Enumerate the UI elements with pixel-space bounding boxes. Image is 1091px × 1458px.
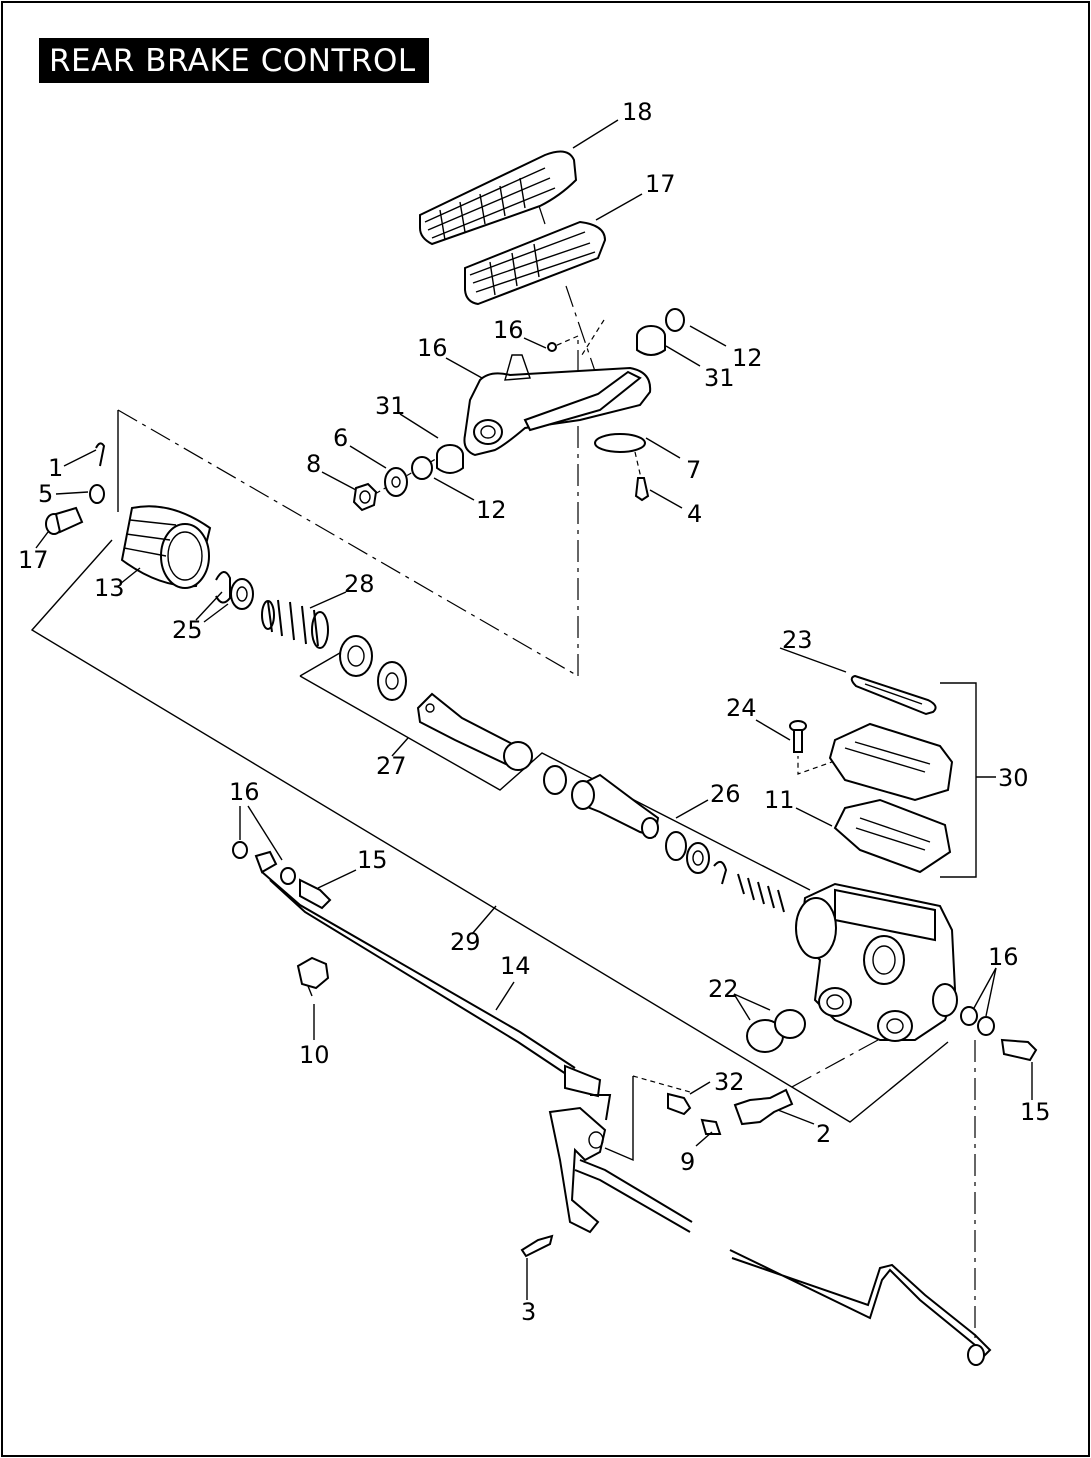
- callout-32: 32: [714, 1068, 745, 1096]
- clevis-parts: [45, 442, 106, 535]
- callout-12-upper: 12: [732, 344, 763, 372]
- callout-27: 27: [376, 752, 407, 780]
- assembly-outline-lines: [30, 205, 996, 1350]
- callout-3: 3: [521, 1298, 536, 1326]
- callout-7: 7: [686, 456, 701, 484]
- callout-23: 23: [782, 626, 813, 654]
- callout-18: 16: [417, 334, 448, 362]
- callout-28: 28: [344, 570, 375, 598]
- callout-31-lower: 31: [375, 392, 406, 420]
- callout-1: 1: [48, 454, 63, 482]
- callout-5: 5: [38, 480, 53, 508]
- reservoir-cover-20: [464, 220, 607, 306]
- callout-21: 18: [622, 98, 653, 126]
- callout-20: 17: [645, 170, 676, 198]
- callout-8: 8: [306, 450, 321, 478]
- leader-lines: [35, 119, 1033, 1147]
- callout-13: 13: [94, 574, 125, 602]
- title-banner: REAR BRAKE CONTROL: [39, 38, 429, 83]
- callout-29: 29: [450, 928, 481, 956]
- pushrod-27: [339, 635, 533, 771]
- callout-26: 26: [710, 780, 741, 808]
- diagram-title: REAR BRAKE CONTROL: [49, 42, 416, 79]
- callout-6: 6: [333, 424, 348, 452]
- callout-15-left: 15: [357, 846, 388, 874]
- pedal-bracket-and-rod: [520, 1094, 992, 1366]
- boot-and-spring: [120, 505, 329, 649]
- callout-25: 25: [172, 616, 203, 644]
- brake-hose-14: [232, 841, 602, 1098]
- callout-4: 4: [687, 500, 702, 528]
- master-cylinder-body: [795, 882, 958, 1042]
- callout-16-left: 16: [229, 778, 260, 806]
- callout-11: 11: [764, 786, 795, 814]
- callout-31-upper: 31: [704, 364, 735, 392]
- callout-17: 17: [18, 546, 49, 574]
- piston-assembly-26: [543, 765, 785, 913]
- callout-30: 30: [998, 764, 1029, 792]
- callout-labels: 18 17 16 16 12 31 31 6 8 12 7 4 1 5 17 1…: [18, 98, 1051, 1326]
- reservoir-cover-21: [419, 150, 578, 246]
- callout-24: 24: [726, 694, 757, 722]
- pivot-hardware: [352, 308, 685, 512]
- brake-pedal-18: [463, 342, 652, 457]
- callout-22: 22: [708, 975, 739, 1003]
- callout-16-right: 16: [988, 943, 1019, 971]
- callout-19: 16: [493, 316, 524, 344]
- callout-2: 2: [816, 1120, 831, 1148]
- callout-10: 10: [299, 1041, 330, 1069]
- callout-14: 14: [500, 952, 531, 980]
- callout-9: 9: [680, 1148, 695, 1176]
- callout-15-right: 15: [1020, 1098, 1051, 1126]
- reservoir-cover-group: [789, 674, 954, 874]
- callout-12-lower: 12: [476, 496, 507, 524]
- fittings: [667, 1006, 1038, 1135]
